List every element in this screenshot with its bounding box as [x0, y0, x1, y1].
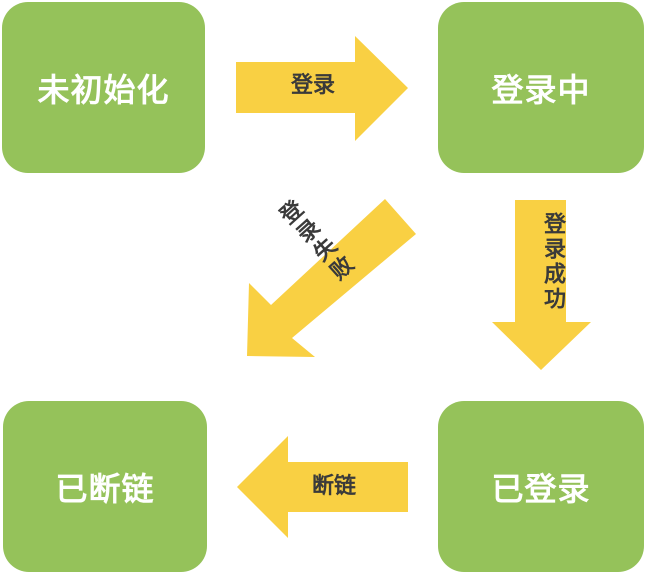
state-disconnected-label: 已断链 [55, 469, 155, 508]
arrow-login [236, 36, 408, 141]
state-logging-in: 登录中 [438, 2, 644, 173]
arrow-disconnect [237, 436, 408, 538]
arrow-disconnect-label: 断链 [311, 474, 356, 499]
state-uninitialized-label: 未初始化 [37, 70, 170, 109]
arrow-login-success-label: 登录成功 [540, 212, 565, 312]
state-logging-in-label: 登录中 [491, 70, 591, 109]
state-disconnected: 已断链 [3, 401, 207, 572]
state-logged-in-label: 已登录 [491, 469, 591, 508]
arrow-login-failure [247, 199, 416, 357]
state-uninitialized: 未初始化 [2, 2, 205, 173]
state-logged-in: 已登录 [438, 401, 644, 572]
arrow-login-label: 登录 [290, 73, 335, 98]
arrow-login-success [492, 200, 591, 370]
